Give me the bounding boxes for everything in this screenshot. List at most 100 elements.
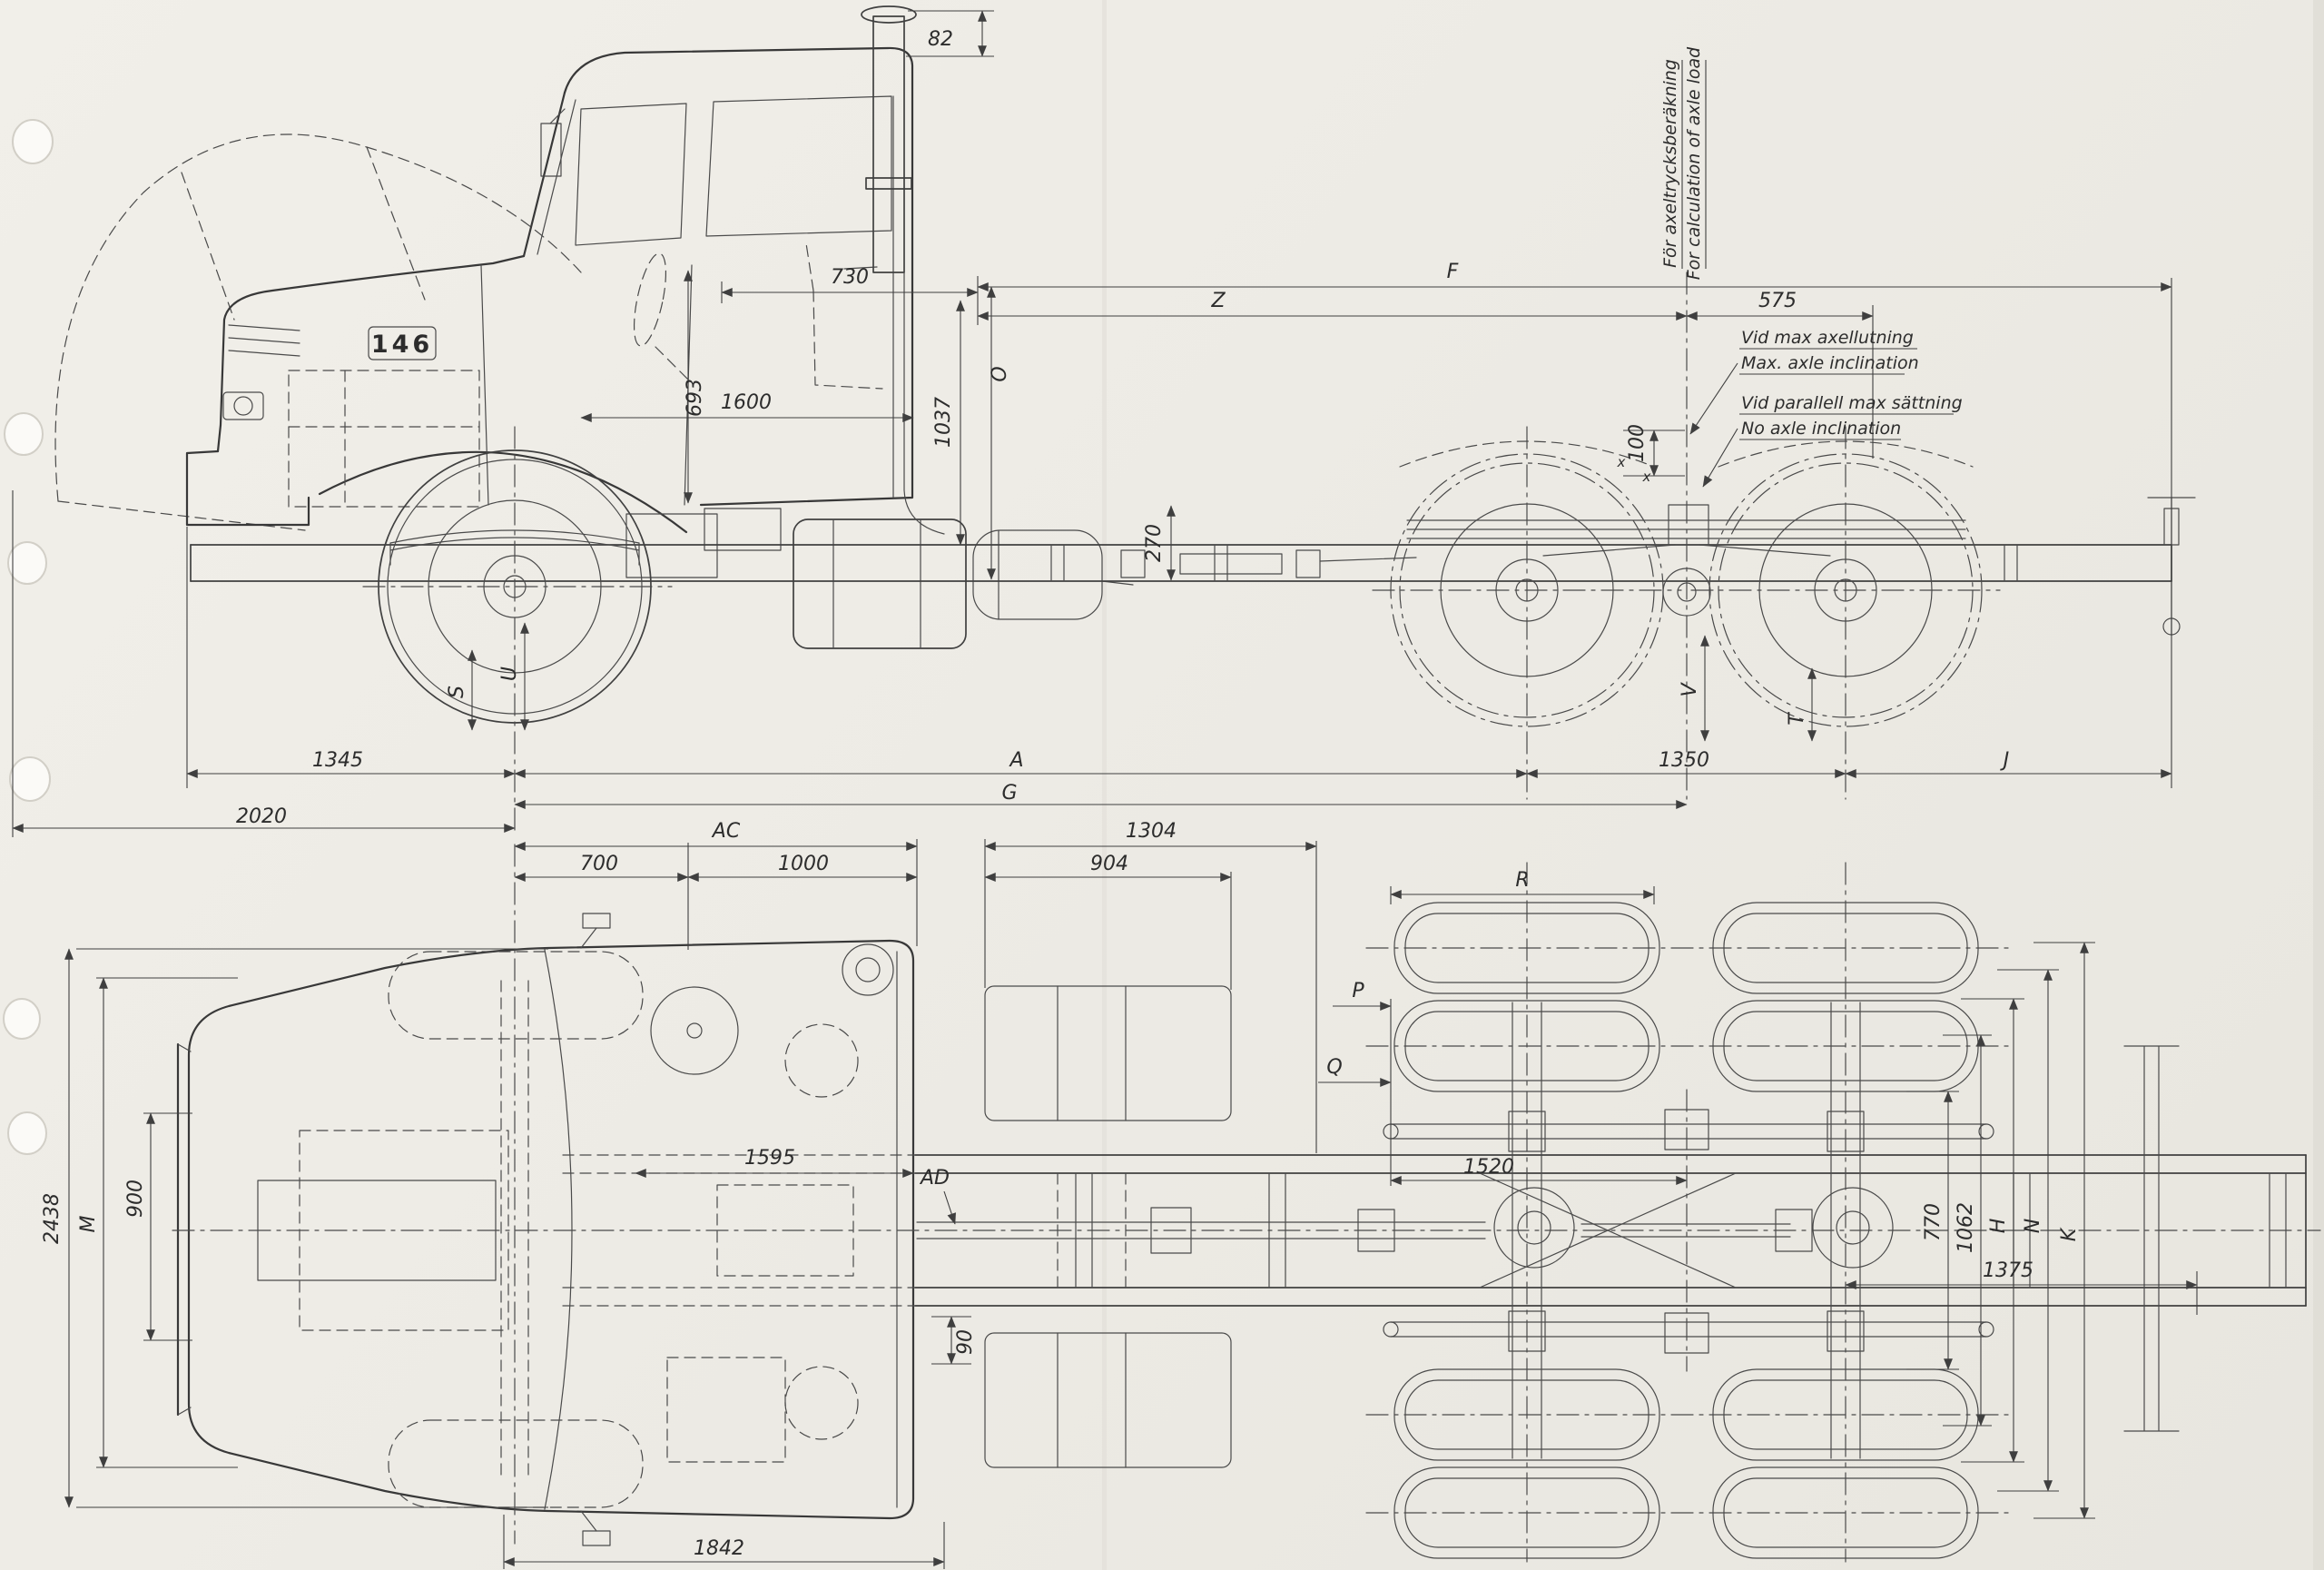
dim-J: J <box>2000 749 2010 772</box>
dim-100: 100 <box>1626 424 1649 462</box>
differential-1 <box>1493 1187 1575 1269</box>
plan-cab-outline <box>176 939 915 1520</box>
binder-hole <box>3 998 41 1040</box>
note-axle-load-en: For calculation of axle load <box>1684 46 1704 280</box>
dim-1345: 1345 <box>312 749 363 772</box>
battery-box-plan <box>984 1332 1232 1468</box>
inclination-arc <box>1718 440 1974 468</box>
rear-bogie <box>1372 272 2001 800</box>
dim-2438: 2438 <box>41 1193 64 1244</box>
seat-plan <box>666 1357 786 1463</box>
binder-hole <box>4 412 44 456</box>
dim-Q: Q <box>1326 1056 1342 1079</box>
u-joint <box>1295 549 1321 578</box>
front-tire-plan <box>388 951 644 1040</box>
battery-box <box>625 513 718 578</box>
dim-1375: 1375 <box>1983 1259 2034 1282</box>
fuel-tank <box>793 518 967 649</box>
note-parallel-settling-en: No axle inclination <box>1741 419 1901 439</box>
note-parallel-settling-sv: Vid parallell max sättning <box>1741 393 1963 413</box>
dim-AC: AC <box>711 820 741 843</box>
exhaust-plan <box>842 943 894 996</box>
trunnion <box>1668 504 1709 546</box>
bogie-springs-plan <box>1390 1123 1987 1338</box>
torque-rods <box>1542 544 1831 557</box>
cab-outline <box>185 46 914 534</box>
plan-labels: AC 700 1000 1304 904 R P Q 1520 1595 AD … <box>41 820 2081 1560</box>
front-spring <box>389 529 640 566</box>
mirror-plan <box>582 913 611 929</box>
cab-step <box>704 508 782 551</box>
dim-R: R <box>1515 869 1529 892</box>
dim-1037: 1037 <box>932 397 955 448</box>
dim-700: 700 <box>580 853 618 875</box>
x-brace <box>1479 1172 1737 1289</box>
dim-S: S <box>446 686 468 698</box>
plan-dimension-lines <box>64 839 2198 1569</box>
binder-hole <box>9 756 51 802</box>
model-badge-text: 146 <box>371 331 433 359</box>
dim-H: H <box>1987 1219 2010 1234</box>
front-wheel <box>362 426 673 836</box>
dim-575: 575 <box>1758 290 1797 312</box>
binder-hole <box>12 119 54 164</box>
undercab-equipment <box>625 272 1134 649</box>
side-labels: 82 730 F Z 575 1037 O 693 1600 270 100 x… <box>236 28 2009 828</box>
exhaust-stack <box>861 5 917 273</box>
plan-view: AC 700 1000 1304 904 R P Q 1520 1595 AD … <box>41 820 2321 1569</box>
binder-hole <box>7 541 47 585</box>
dim-Z: Z <box>1210 290 1226 312</box>
driveshaft <box>1179 553 1283 575</box>
dim-A: A <box>1008 749 1023 772</box>
model-badge: 146 <box>368 326 437 360</box>
dim-U: U <box>498 667 521 681</box>
steering-wheel-plan <box>650 986 739 1075</box>
muffler <box>972 529 1103 620</box>
binder-hole <box>7 1111 47 1155</box>
note-axle-load-sv: För axeltrycksberäkning <box>1660 59 1680 268</box>
dim-V: V <box>1679 682 1701 697</box>
steering-wheel-phantom <box>633 252 667 347</box>
differential-2 <box>1812 1187 1894 1269</box>
dim-1350: 1350 <box>1659 749 1709 772</box>
cab-details <box>222 95 894 508</box>
dim-900: 900 <box>124 1180 147 1218</box>
dim-2020: 2020 <box>236 805 287 828</box>
plan-centerlines <box>172 844 2321 1563</box>
dim-N: N <box>2022 1219 2044 1233</box>
note-max-inclination-en: Max. axle inclination <box>1741 353 1919 373</box>
grille-slats <box>228 324 300 357</box>
trunnion-plan <box>1664 1312 1709 1354</box>
dim-P: P <box>1352 980 1364 1002</box>
front-tire-plan <box>388 1419 644 1508</box>
seat-plan <box>784 1023 859 1098</box>
dim-1595: 1595 <box>744 1147 795 1170</box>
tilted-cab-phantom-outline <box>54 133 582 531</box>
u-joint <box>1120 549 1146 578</box>
dim-1600: 1600 <box>721 391 772 414</box>
dim-1304: 1304 <box>1126 820 1177 843</box>
seat-plan <box>784 1366 859 1440</box>
dim-1062: 1062 <box>1955 1202 1977 1253</box>
dim-K: K <box>2058 1227 2081 1241</box>
plan-cab-details <box>177 913 898 1546</box>
dim-730: 730 <box>831 266 869 289</box>
x-mark: x <box>1617 454 1626 470</box>
rear-crossbar <box>2123 1045 2180 1432</box>
plan-tanks <box>984 985 1232 1468</box>
dim-O: O <box>989 366 1011 381</box>
inclination-arc <box>1399 440 1655 468</box>
dim-M: M <box>77 1215 100 1232</box>
fuel-tank-plan <box>984 985 1232 1121</box>
side-dimension-lines <box>12 10 2172 837</box>
dim-AD: AD <box>919 1167 950 1190</box>
note-max-inclination-sv: Vid max axellutning <box>1741 328 1914 348</box>
dim-82: 82 <box>928 28 953 51</box>
paper-artifacts <box>3 0 2324 1570</box>
seat-phantom <box>805 242 883 390</box>
dim-1000: 1000 <box>778 853 829 875</box>
dim-G: G <box>1001 782 1017 805</box>
mirror-plan <box>582 1530 611 1546</box>
dim-90: 90 <box>954 1329 977 1355</box>
